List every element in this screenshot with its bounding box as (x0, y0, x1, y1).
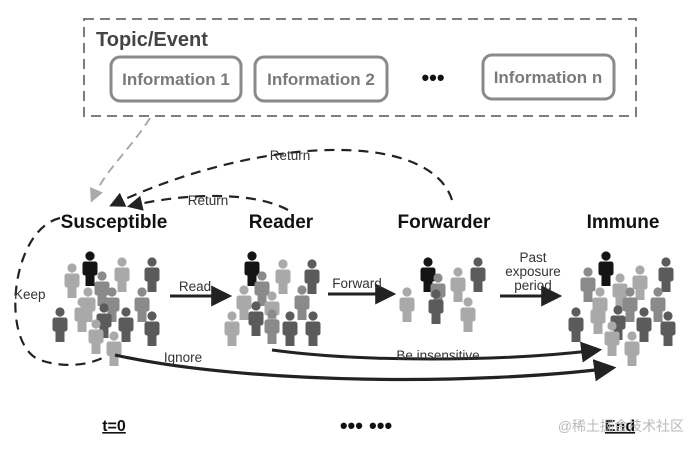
past-exposure-label-3: period (514, 278, 552, 293)
be-insensitive-arrow (271, 341, 603, 363)
info-box-n (481, 53, 616, 101)
past-exposure-label-2: exposure (505, 264, 561, 279)
person-icon (632, 265, 648, 300)
person-icon (244, 251, 260, 286)
person-icon (294, 285, 310, 320)
person-icon (134, 287, 150, 322)
person-icon (624, 331, 640, 366)
person-icon (580, 267, 596, 302)
person-icon (248, 301, 264, 336)
person-icon (144, 257, 160, 292)
crowd-reader (224, 251, 321, 346)
person-icon (612, 273, 628, 308)
timeline-end: End (605, 418, 635, 435)
ignore-label: Ignore (164, 350, 202, 365)
return-label-bottom: Return (188, 193, 229, 208)
topic-event-box: Topic/Event Information 1 Information 2 … (83, 18, 637, 117)
person-icon (64, 263, 80, 298)
state-susceptible: Susceptible (61, 212, 168, 233)
timeline-start: t=0 (102, 418, 126, 435)
person-icon (224, 311, 240, 346)
crowd-forwarder (399, 257, 486, 332)
info-ellipsis: ••• (421, 65, 444, 90)
forward-label: Forward (332, 276, 382, 291)
person-icon (604, 321, 620, 356)
person-icon (106, 331, 122, 366)
person-icon (470, 257, 486, 292)
person-icon (622, 287, 638, 322)
person-icon (305, 311, 321, 346)
person-icon (236, 285, 252, 320)
person-icon (460, 297, 476, 332)
person-icon (264, 309, 280, 344)
person-icon (144, 311, 160, 346)
person-icon (114, 257, 130, 292)
person-icon (88, 319, 104, 354)
info-label-1: Information 1 (122, 70, 230, 89)
person-icon (636, 307, 652, 342)
person-icon (568, 307, 584, 342)
person-icon (450, 267, 466, 302)
state-reader: Reader (249, 212, 314, 233)
person-icon (590, 299, 606, 334)
person-icon (428, 289, 444, 324)
person-icon (650, 287, 666, 322)
person-icon (304, 259, 320, 294)
info-box-2 (253, 55, 389, 103)
person-icon (420, 257, 436, 292)
info-label-n: Information n (494, 68, 603, 87)
info-label-2: Information 2 (267, 70, 375, 89)
ignore-arrow (114, 353, 617, 382)
crowd-susceptible (52, 251, 160, 366)
person-icon (275, 259, 291, 294)
person-icon (74, 297, 90, 332)
person-icon (598, 251, 614, 286)
watermark: @稀土掘金技术社区 (558, 418, 684, 434)
timeline-ellipsis: ••• ••• (340, 413, 392, 438)
person-icon (118, 307, 134, 342)
person-icon (282, 311, 298, 346)
person-icon (660, 311, 676, 346)
past-exposure-label-1: Past (519, 250, 546, 265)
return-label-top: Return (270, 148, 311, 163)
person-icon (399, 287, 415, 322)
state-forwarder: Forwarder (398, 212, 492, 233)
read-label: Read (179, 279, 211, 294)
topic-title: Topic/Event (96, 29, 208, 51)
person-icon (254, 271, 270, 306)
be-insensitive-label: Be insensitive (396, 348, 479, 363)
return-arrow-top (109, 148, 454, 207)
person-icon (94, 271, 110, 306)
person-icon (82, 251, 98, 286)
state-immune: Immune (587, 212, 660, 233)
keep-label: Keep (14, 287, 46, 302)
person-icon (52, 307, 68, 342)
crowd-immune (568, 251, 676, 366)
keep-loop (14, 216, 119, 366)
return-arrow-bottom (127, 194, 289, 211)
topic-to-susceptible-arrow (90, 117, 151, 203)
info-box-1 (109, 55, 243, 103)
person-icon (658, 257, 674, 292)
